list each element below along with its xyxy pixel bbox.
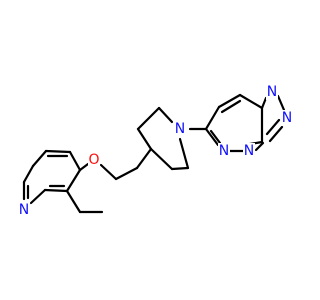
bond-16 bbox=[135, 147, 153, 170]
bond-28 bbox=[204, 127, 220, 147]
atom-label-bg-o-ether bbox=[88, 152, 100, 168]
bond-21 bbox=[170, 166, 190, 171]
bond-4 bbox=[44, 149, 72, 154]
bond-32 bbox=[209, 129, 222, 145]
bond-19 bbox=[157, 106, 174, 124]
bond-26 bbox=[238, 93, 264, 110]
atom-label-bg-n-bridge bbox=[243, 143, 255, 159]
bond-17 bbox=[136, 127, 153, 151]
bond-14 bbox=[99, 163, 118, 181]
bond-22 bbox=[178, 137, 190, 170]
bond-36 bbox=[254, 141, 265, 152]
bond-37 bbox=[265, 118, 281, 136]
bond-13 bbox=[78, 162, 90, 172]
bond-layer bbox=[22, 93, 286, 214]
atom-label-bg-n-piperidine bbox=[174, 121, 186, 137]
bond-35 bbox=[268, 125, 284, 143]
atom-label-n-piperidine: N bbox=[175, 121, 185, 137]
bond-3 bbox=[68, 150, 82, 172]
bond-25 bbox=[217, 93, 242, 109]
bond-6 bbox=[22, 164, 35, 184]
atom-label-n-triazole-2: N bbox=[282, 110, 292, 126]
atom-label-n-bridge: N bbox=[244, 143, 254, 159]
atom-label-n-triazole-1: N bbox=[267, 84, 277, 100]
atom-label-bg-n-triazole-2 bbox=[281, 110, 293, 126]
bond-2 bbox=[65, 168, 82, 193]
bond-15 bbox=[114, 166, 139, 181]
atom-label-o-ether: O bbox=[88, 152, 99, 168]
bond-0 bbox=[29, 188, 47, 205]
bond-33 bbox=[260, 96, 268, 110]
bond-5 bbox=[31, 149, 48, 168]
atom-label-bg-n-triazole-1 bbox=[266, 84, 278, 100]
bond-31 bbox=[220, 99, 242, 114]
bond-18 bbox=[136, 106, 161, 131]
bond-20 bbox=[149, 147, 174, 171]
atom-label-bg-n-pyridine bbox=[18, 202, 30, 218]
atom-label-n-pyridazine-1: N bbox=[219, 143, 229, 159]
bond-1 bbox=[43, 188, 69, 193]
bond-11 bbox=[65, 189, 82, 214]
atom-label-bg-n-pyridazine-1 bbox=[218, 143, 230, 159]
atom-label-n-pyridine: N bbox=[19, 202, 29, 218]
bond-34 bbox=[276, 94, 286, 112]
bond-24 bbox=[204, 105, 221, 131]
